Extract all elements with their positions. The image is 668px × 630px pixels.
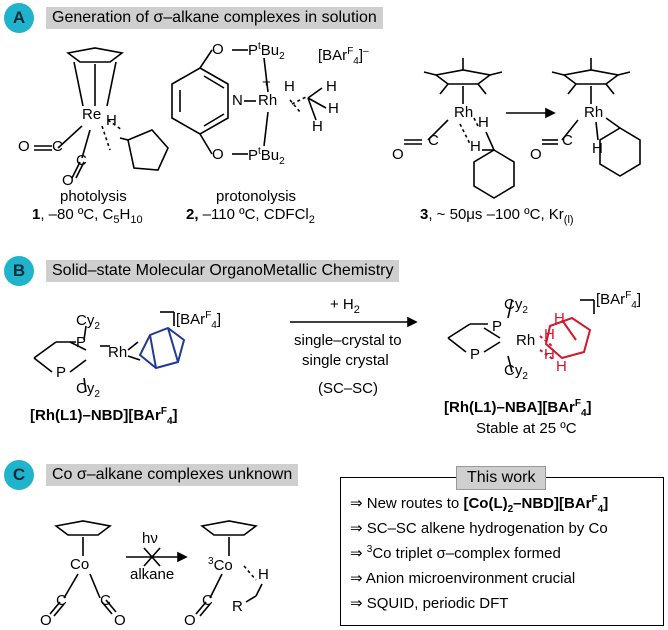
atom-p-b1: P xyxy=(76,334,87,351)
atom-h-b1: H xyxy=(554,310,565,327)
cp-ring-c1 xyxy=(54,520,112,536)
atom-p-2a: PtBu2 xyxy=(248,41,285,62)
cp-ring-1 xyxy=(66,47,124,63)
atom-p-2b: PtBu2 xyxy=(248,146,285,167)
atom-co-c2: 3Co xyxy=(208,556,233,574)
atom-p-b2: P xyxy=(56,364,67,381)
compound-2-conditions: 2, –110 ºC, CDFCl2 xyxy=(186,206,315,226)
hv-label: hν xyxy=(142,530,158,547)
cp-ring-c2 xyxy=(200,520,258,536)
this-work-line-4: ⇒ Anion microenvironment crucial xyxy=(350,570,576,587)
section-a-title: Generation of σ–alkane complexes in solu… xyxy=(46,7,383,29)
atom-c-c2: C xyxy=(202,592,213,609)
atom-o-3a: O xyxy=(392,146,404,163)
atom-h-b4: H xyxy=(556,358,567,375)
atom-c-3a: C xyxy=(428,132,439,149)
section-c-title: Co σ–alkane complexes unknown xyxy=(46,464,299,486)
compound-rh-nba-name: [Rh(L1)–NBA][BArF4] xyxy=(444,398,592,419)
atom-o-2b: O xyxy=(212,146,224,163)
this-work-line-5: ⇒ SQUID, periodic DFT xyxy=(350,595,509,612)
atom-c-1b: C xyxy=(76,152,87,169)
cyclohexane-ring-3b xyxy=(599,127,641,177)
atom-h-c2: H xyxy=(258,566,269,583)
atom-rh-3b: Rh xyxy=(584,104,604,121)
cyclopentane-ring xyxy=(127,129,169,171)
atom-h-b3: H xyxy=(544,346,555,363)
atom-c-3b: C xyxy=(562,132,573,149)
condition-line-2: single crystal xyxy=(302,352,389,369)
atom-cy-b3: Cy2 xyxy=(504,296,528,316)
atom-o-2a: O xyxy=(212,41,224,58)
atom-rh-2: Rh xyxy=(258,92,278,109)
reagent-h2: + H2 xyxy=(330,296,360,316)
atom-rh-b2: Rh xyxy=(516,332,536,349)
atom-o-c1b: O xyxy=(114,612,126,629)
compound-2-method: protonolysis xyxy=(216,188,297,205)
atom-p-b3: P xyxy=(492,318,503,335)
atom-h-b2: H xyxy=(544,326,555,343)
atom-h-3b: H xyxy=(470,138,481,155)
atom-o-c2: O xyxy=(184,612,196,629)
atom-n-2: N xyxy=(232,92,243,109)
section-b-title: Solid–state Molecular OrganoMetallic Che… xyxy=(46,260,400,282)
atom-o-c1a: O xyxy=(40,612,52,629)
section-a-badge: A xyxy=(4,3,34,33)
cpstar-ring-3b xyxy=(562,69,620,85)
condition-line-1: single–crystal to xyxy=(294,332,402,349)
condition-line-3: (SC–SC) xyxy=(318,380,379,397)
atom-co-c1: Co xyxy=(70,556,90,573)
cpstar-ring-3a xyxy=(434,69,492,85)
counterion-2: [BArF4]– xyxy=(318,46,369,67)
this-work-line-2: ⇒ SC–SC alkene hydrogenation by Co xyxy=(350,520,608,537)
compound-1-method: photolysis xyxy=(60,188,127,205)
atom-c-c1a: C xyxy=(56,592,67,609)
section-c-badge: C xyxy=(4,460,34,490)
atom-p-b4: P xyxy=(470,346,481,363)
compound-3-conditions: 3, ~ 50μs –100 ºC, Kr(l) xyxy=(420,206,574,226)
compound-1-conditions: 1, –80 ºC, C5H10 xyxy=(32,206,143,226)
this-work-line-1: ⇒ New routes to [Co(L)2–NBD][BArF4] xyxy=(350,494,609,515)
atom-c-1a: C xyxy=(52,138,63,155)
atom-h-1: H xyxy=(106,112,117,129)
atom-rh-b1: Rh xyxy=(108,344,128,361)
atom-cy-b2: Cy2 xyxy=(76,380,100,400)
section-b-badge: B xyxy=(4,256,34,286)
this-work-title: This work xyxy=(456,466,547,490)
atom-rh-3a: Rh xyxy=(454,104,474,121)
atom-re: Re xyxy=(82,106,102,123)
stability-note: Stable at 25 ºC xyxy=(476,420,577,437)
charge-plus-2: + xyxy=(262,74,271,91)
atom-h-2a: H xyxy=(284,78,295,95)
compound-rh-nbd-name: [Rh(L1)–NBD][BArF4] xyxy=(30,406,178,427)
atom-h-2d: H xyxy=(312,118,323,135)
counterion-b1: [BArF4] xyxy=(176,310,222,331)
alkane-label: alkane xyxy=(130,566,175,583)
atom-h-3a: H xyxy=(478,114,489,131)
atom-o-1b: O xyxy=(62,172,74,189)
this-work-line-3: ⇒ 3Co triplet σ–complex formed xyxy=(350,544,561,562)
atom-r-c2: R xyxy=(232,598,243,615)
atom-h-3c: H xyxy=(592,140,603,157)
cyclohexane-ring-3a xyxy=(473,149,515,199)
atom-h-2c: H xyxy=(328,100,339,117)
atom-h-2b: H xyxy=(326,78,337,95)
nba-ligand xyxy=(544,316,592,360)
atom-cy-b4: Cy2 xyxy=(504,362,528,382)
atom-c-c1b: C xyxy=(100,592,111,609)
atom-o-1a: O xyxy=(18,138,30,155)
counterion-b2: [BArF4] xyxy=(596,290,642,311)
atom-cy-b1: Cy2 xyxy=(76,312,100,332)
atom-o-3b: O xyxy=(530,146,542,163)
